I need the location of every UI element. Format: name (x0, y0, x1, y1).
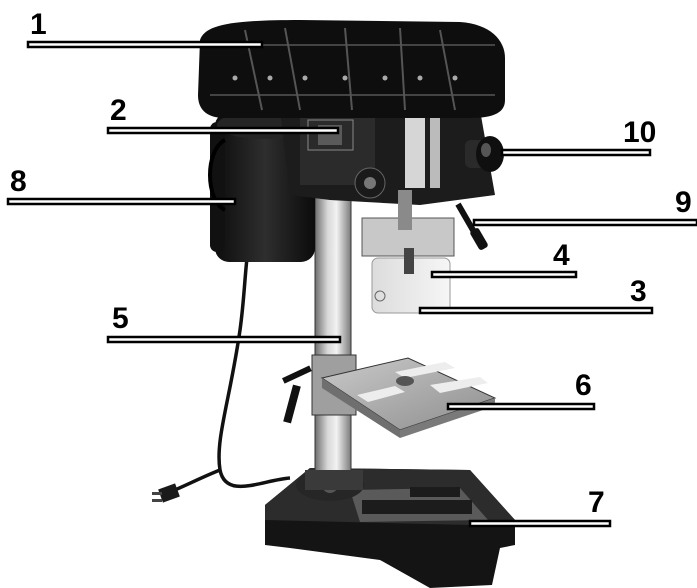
leader-10 (500, 148, 652, 157)
leader-6 (446, 402, 596, 411)
leader-7 (468, 519, 612, 528)
switch-box (307, 119, 354, 151)
callout-6: 6 (575, 369, 592, 402)
base (265, 468, 515, 588)
plug-icon (152, 492, 162, 502)
leader-1 (26, 40, 264, 49)
callout-7: 7 (588, 486, 605, 519)
pressure-knob-icon (465, 136, 504, 172)
leader-4 (430, 270, 578, 279)
belt-pulley-cover (198, 20, 505, 118)
callout-9: 9 (675, 186, 692, 219)
callout-1: 1 (30, 8, 47, 41)
callout-2: 2 (110, 94, 127, 127)
callout-5: 5 (112, 302, 129, 335)
leader-lines (6, 40, 697, 528)
callout-10: 10 (623, 116, 656, 149)
callout-numbers: 1 2 3 4 5 6 7 8 9 10 (10, 8, 692, 519)
leader-3 (418, 306, 654, 315)
leader-8 (6, 197, 237, 206)
leader-5 (106, 335, 342, 344)
depth-knob-icon (354, 167, 386, 199)
table-lock-handle-icon (282, 365, 312, 424)
leader-2 (106, 126, 340, 135)
callout-3: 3 (630, 275, 647, 308)
callout-4: 4 (553, 239, 570, 272)
leader-9 (472, 218, 697, 227)
callout-8: 8 (10, 165, 27, 198)
feed-handle-icon (455, 202, 488, 250)
spindle (398, 190, 414, 274)
